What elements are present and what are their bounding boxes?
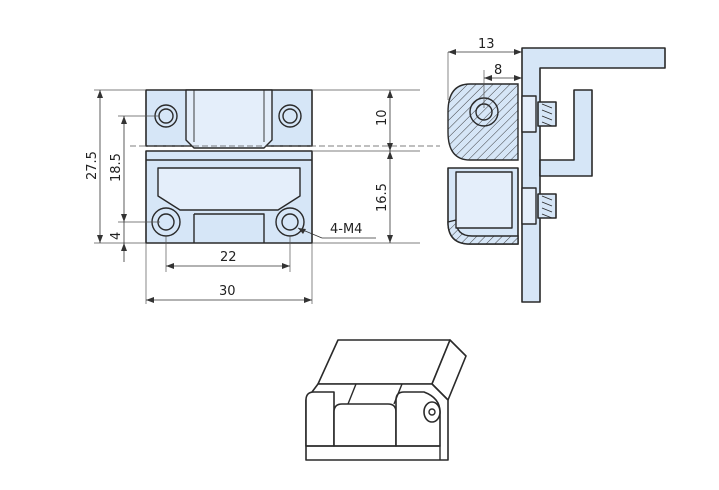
- right-dimensions: 10 16.5 4-M4: [297, 89, 420, 244]
- front-view: [130, 89, 440, 244]
- bottom-dimensions: 22 30: [145, 236, 313, 304]
- isometric-view: [305, 339, 467, 461]
- second-bracket: [539, 89, 593, 177]
- side-view: 13 8: [447, 37, 666, 303]
- dim-hole-spacing-horizontal: 22: [220, 250, 237, 265]
- top-right-hole: [278, 104, 302, 128]
- top-knuckle: [185, 89, 273, 149]
- dim-side-depth: 13: [478, 37, 495, 52]
- bottom-pocket: [157, 167, 301, 211]
- dim-top-leaf-height: 10: [375, 109, 390, 126]
- dim-overall-height: 27.5: [85, 151, 100, 180]
- screw-top: [521, 95, 557, 133]
- dim-bottom-leaf-height: 16.5: [375, 183, 390, 212]
- screw-bottom: [521, 187, 557, 225]
- left-dimensions: 27.5 18.5 4: [85, 89, 160, 262]
- dim-side-offset: 8: [494, 63, 502, 78]
- dim-hole-offset-bottom: 4: [109, 232, 124, 240]
- thread-callout: 4-M4: [330, 222, 362, 237]
- dim-overall-width: 30: [219, 284, 236, 299]
- dim-hole-spacing-vertical: 18.5: [109, 153, 124, 182]
- mounting-bracket: [521, 47, 666, 303]
- hinge-section-top: [447, 83, 519, 161]
